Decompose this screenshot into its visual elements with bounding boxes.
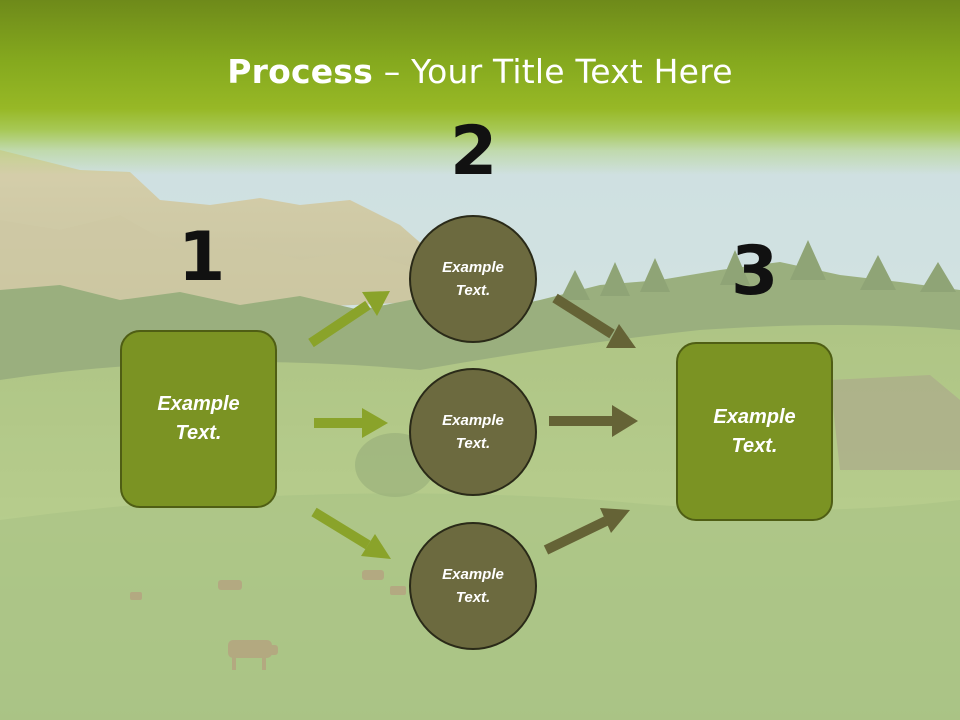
arrow-to-circle-1 [308, 291, 390, 348]
title-separator: – [373, 52, 412, 91]
circle-middle-label: Example Text. [442, 412, 504, 452]
step-3-box: Example Text. [676, 342, 833, 521]
circle-middle: Example Text. [409, 368, 537, 496]
arrow-from-circle-2 [549, 405, 638, 437]
arrow-from-circle-3 [543, 508, 630, 555]
arrow-from-circle-1 [552, 293, 636, 348]
step-number-1: 1 [178, 218, 226, 297]
slide-title: Process – Your Title Text Here [0, 52, 960, 91]
title-bold: Process [227, 52, 373, 91]
step-1-box: Example Text. [120, 330, 277, 508]
arrow-to-circle-2 [314, 408, 388, 438]
circle-top-label: Example Text. [442, 259, 504, 299]
step-1-label: Example Text. [157, 393, 240, 444]
circle-bottom-label: Example Text. [442, 566, 504, 606]
step-number-3: 3 [731, 232, 779, 311]
step-3-label: Example Text. [713, 405, 796, 457]
step-number-2: 2 [450, 112, 498, 191]
circle-top: Example Text. [409, 215, 537, 343]
circle-bottom: Example Text. [409, 522, 537, 650]
arrow-to-circle-3 [311, 507, 391, 559]
title-rest: Your Title Text Here [411, 52, 733, 91]
header-band [0, 0, 960, 175]
